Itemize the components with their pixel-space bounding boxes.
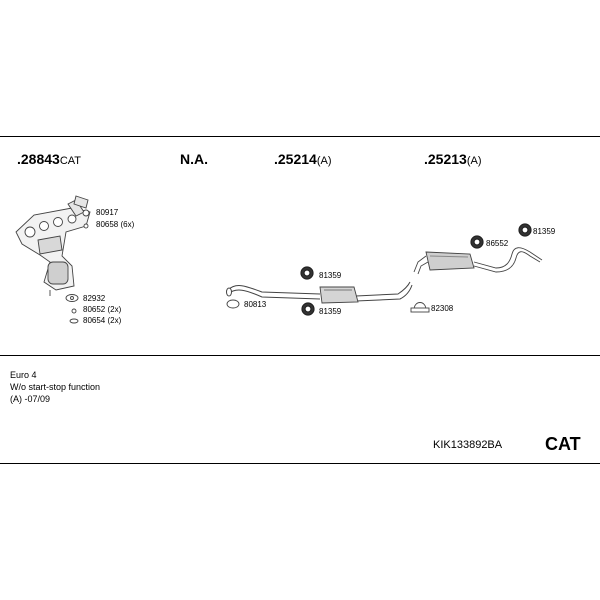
header-suffix: (A) <box>466 155 482 167</box>
part-label: 82932 <box>83 294 106 303</box>
header-na: N.A. <box>180 152 208 166</box>
header-code: .25213 <box>424 151 467 167</box>
part-label: 80813 <box>244 300 267 309</box>
header-28843: .28843CAT <box>17 152 81 167</box>
gasket-80813 <box>226 299 240 309</box>
header-code: .28843 <box>17 151 60 167</box>
top-border <box>0 136 600 137</box>
kit-type: CAT <box>545 434 581 454</box>
middle-silencer <box>319 286 359 304</box>
bottom-border <box>0 463 600 464</box>
note-line: W/o start-stop function <box>10 382 101 392</box>
header-code: N.A. <box>180 151 208 167</box>
rubber-mount-upper <box>300 266 314 280</box>
part-label: 80652 (2x) <box>83 305 122 314</box>
manifold-fittings <box>65 209 90 324</box>
part-label: 81359 <box>319 307 342 316</box>
rubber-mount-86552 <box>470 235 484 249</box>
front-pipe <box>226 281 413 302</box>
header-suffix: (A) <box>316 155 332 167</box>
header-suffix: CAT <box>59 155 82 167</box>
part-label: 80658 (6x) <box>96 220 135 229</box>
middle-divider <box>0 355 600 356</box>
part-label: 80654 (2x) <box>83 316 122 325</box>
kit-number: KIK133892BA <box>433 439 503 451</box>
part-label: 82308 <box>431 304 454 313</box>
clamp-82308 <box>410 302 430 313</box>
header-25213: .25213(A) <box>424 152 482 167</box>
part-label: 80917 <box>96 208 119 217</box>
manifold-catalytic-converter <box>15 195 91 296</box>
rubber-mount-lower <box>301 302 315 316</box>
header-code: .25214 <box>274 151 317 167</box>
part-label: 86552 <box>486 239 509 248</box>
rubber-mount-81359-rear <box>518 223 532 237</box>
part-label: 81359 <box>319 271 342 280</box>
note-line: Euro 4 <box>10 370 37 380</box>
header-25214: .25214(A) <box>274 152 332 167</box>
part-label: 81359 <box>533 227 556 236</box>
rear-silencer <box>413 247 543 275</box>
note-line: (A) -07/09 <box>10 394 51 404</box>
